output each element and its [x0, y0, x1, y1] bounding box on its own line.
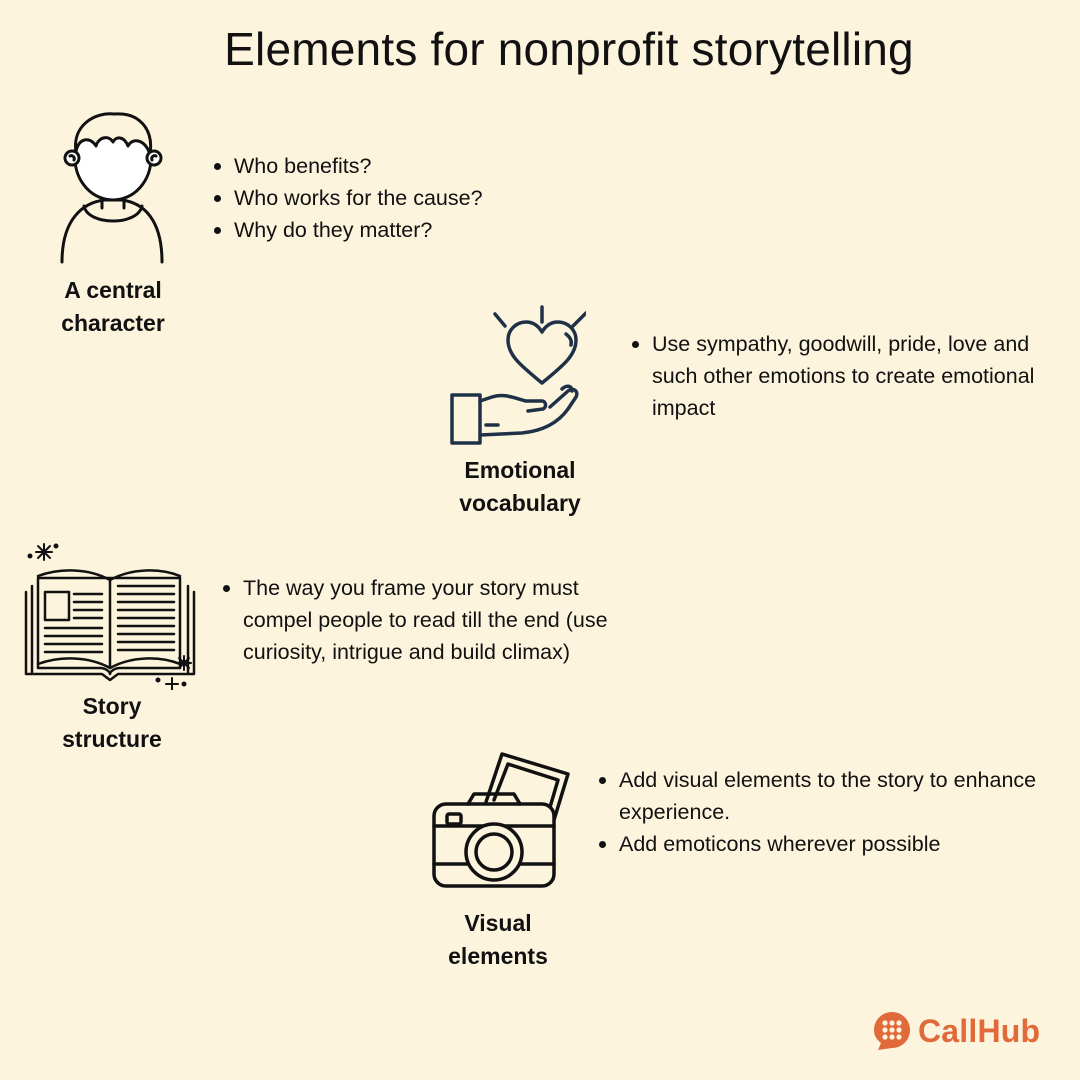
open-book-icon — [24, 543, 196, 690]
list-item: Who works for the cause? — [212, 182, 592, 214]
section-label-story-structure: Story structure — [62, 693, 162, 752]
bullet-list-central-character: Who benefits? Who works for the cause? W… — [212, 150, 592, 246]
callhub-logo-icon — [874, 1012, 910, 1050]
logo-text: CallHub — [918, 1012, 1041, 1049]
section-label-emotional-vocabulary: Emotional vocabulary — [459, 457, 581, 516]
person-icon — [60, 112, 164, 264]
list-item: Use sympathy, goodwill, pride, love and … — [630, 328, 1050, 424]
page-title: Elements for nonprofit storytelling — [224, 23, 914, 75]
list-item: Add emoticons wherever possible — [597, 828, 1037, 860]
list-item: Add visual elements to the story to enha… — [597, 764, 1037, 828]
camera-photo-icon — [432, 752, 570, 888]
heart-in-hand-icon — [450, 305, 586, 445]
section-label-central-character: A central character — [61, 277, 165, 336]
list-item: Why do they matter? — [212, 214, 592, 246]
callhub-logo: CallHub — [872, 1010, 1040, 1052]
bullet-list-emotional-vocabulary: Use sympathy, goodwill, pride, love and … — [630, 328, 1050, 424]
section-label-visual-elements: Visual elements — [448, 910, 548, 969]
list-item: The way you frame your story must compel… — [221, 572, 631, 668]
list-item: Who benefits? — [212, 150, 592, 182]
bullet-list-visual-elements: Add visual elements to the story to enha… — [597, 764, 1037, 860]
bullet-list-story-structure: The way you frame your story must compel… — [221, 572, 631, 668]
